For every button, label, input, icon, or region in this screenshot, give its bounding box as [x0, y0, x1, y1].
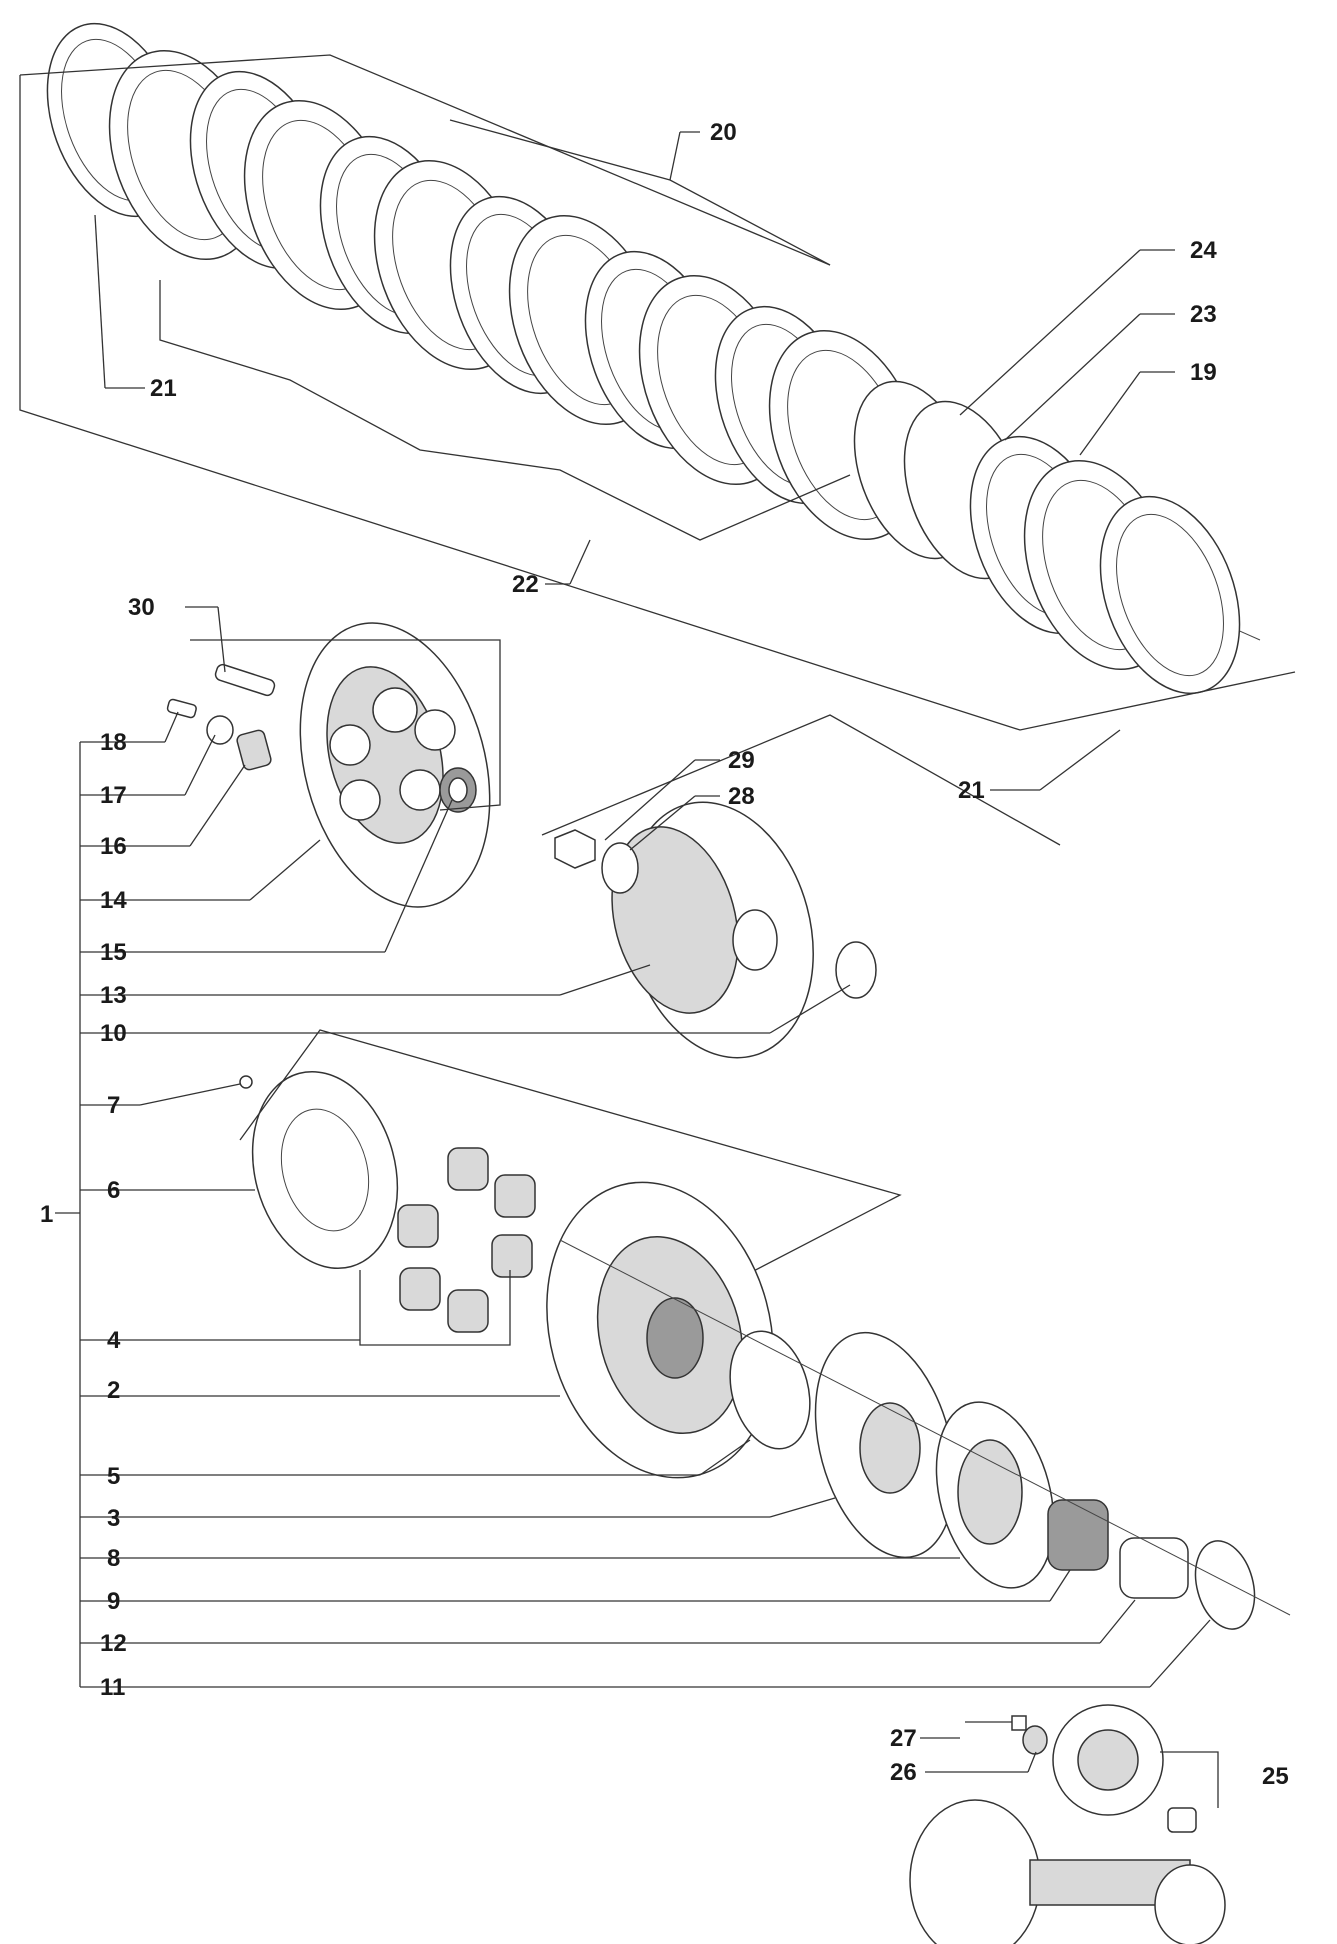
callout-21-bottom: 21	[958, 777, 985, 804]
clutch-plate-stack	[19, 22, 1296, 731]
plate-6	[251, 1070, 399, 1270]
callout-11: 11	[100, 1674, 125, 1701]
primary-gear-group	[909, 1704, 1226, 1944]
o-ring-5	[729, 1330, 811, 1450]
callout-28: 28	[728, 783, 755, 810]
damper-4	[494, 1174, 536, 1218]
pushrod-30	[214, 663, 276, 697]
callout-8: 8	[107, 1545, 120, 1572]
bearing-15-bore	[448, 777, 468, 803]
nut-29	[554, 829, 596, 869]
callout-3: 3	[107, 1505, 120, 1532]
callout-23: 23	[1190, 301, 1217, 328]
spring-cup	[414, 709, 456, 751]
damper-4	[491, 1234, 533, 1278]
leader-lines	[80, 131, 1211, 1773]
washer-11	[1194, 1540, 1256, 1630]
bracket-hub	[541, 714, 1061, 846]
callout-12: 12	[100, 1630, 127, 1657]
washer-28	[601, 842, 639, 894]
callout-17: 17	[100, 782, 127, 809]
callout-22: 22	[512, 571, 539, 598]
basket-axis-line	[559, 1239, 1291, 1616]
callout-26: 26	[890, 1759, 917, 1786]
bracket-25	[1160, 1751, 1219, 1808]
gear-25-web	[1077, 1729, 1139, 1791]
callout-27: 27	[890, 1725, 917, 1752]
countershaft-gear	[909, 1799, 1041, 1944]
basket-bore	[646, 1297, 704, 1379]
callout-10: 10	[100, 1020, 127, 1047]
rivet-7	[239, 1075, 253, 1089]
damper-4	[399, 1267, 441, 1311]
stack-bracket-outer	[19, 75, 1296, 731]
callout-1: 1	[40, 1201, 53, 1228]
callout-4: 4	[107, 1327, 121, 1354]
washer-10	[835, 941, 877, 999]
stack-bracket-top	[19, 54, 831, 266]
callout-9: 9	[107, 1588, 120, 1615]
pin-27-head	[1011, 1715, 1027, 1731]
spring-cup	[329, 724, 371, 766]
countershaft-gear-small	[1154, 1864, 1226, 1944]
screw-18	[166, 698, 197, 719]
callout-19: 19	[1190, 359, 1217, 386]
damper-4	[447, 1289, 489, 1333]
bushing-25	[1167, 1807, 1197, 1833]
bushing-12	[1119, 1537, 1189, 1599]
bracket-22	[159, 280, 851, 541]
hub-bore	[732, 909, 778, 971]
callout-16: 16	[100, 833, 127, 860]
bracket-basket	[239, 1029, 902, 1331]
callout-29: 29	[728, 747, 755, 774]
washer-26	[1022, 1725, 1048, 1755]
pressure-plate-group	[166, 622, 501, 908]
inner-hub-group	[541, 714, 1061, 1059]
plate-6-bore	[280, 1108, 370, 1232]
spring-cup	[339, 779, 381, 821]
callout-5: 5	[107, 1463, 120, 1490]
spring-cup	[372, 687, 418, 733]
needle-bearing-9	[1047, 1499, 1109, 1571]
spring-16	[236, 729, 272, 771]
basket-group	[239, 1029, 1291, 1630]
spring-cup	[399, 769, 441, 811]
damper-4	[447, 1147, 489, 1191]
gear-8-hub	[957, 1439, 1023, 1545]
callout-24: 24	[1190, 237, 1217, 264]
damper-4	[397, 1204, 439, 1248]
callout-21-top: 21	[150, 375, 177, 402]
friction-disc	[1099, 495, 1241, 695]
callout-14: 14	[100, 887, 127, 914]
bracket-4	[359, 1270, 511, 1346]
callout-15: 15	[100, 939, 127, 966]
callout-20: 20	[710, 119, 737, 146]
callout-30: 30	[128, 594, 155, 621]
callout-25: 25	[1262, 1763, 1289, 1790]
plate-3-hub	[859, 1402, 921, 1494]
callout-18: 18	[100, 729, 127, 756]
callout-13: 13	[100, 982, 127, 1009]
callout-6: 6	[107, 1177, 120, 1204]
callout-2: 2	[107, 1377, 120, 1404]
washer-17	[206, 715, 234, 745]
bracket-30	[190, 639, 501, 811]
callout-7: 7	[107, 1092, 120, 1119]
callout-labels: 1 2 3 4 5 6 7 8 9 10 11 12 13 14 15 16 1…	[40, 119, 1289, 1790]
